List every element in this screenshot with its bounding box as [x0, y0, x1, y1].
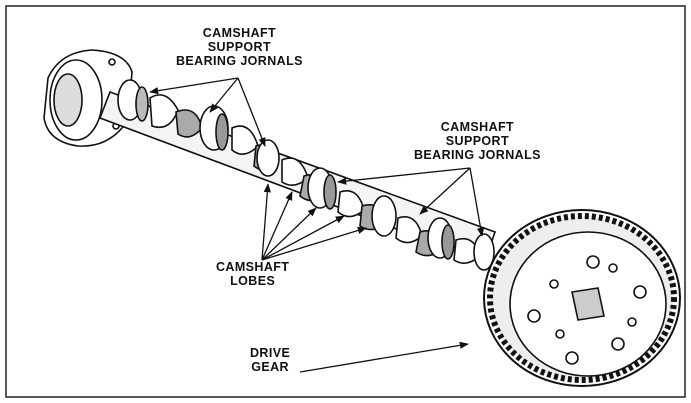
label-line: GEAR — [250, 360, 290, 374]
label-line: BEARING JORNALS — [176, 54, 303, 68]
label-camshaft-lobes: CAMSHAFT LOBES — [216, 260, 289, 288]
label-right-journals: CAMSHAFT SUPPORT BEARING JORNALS — [414, 120, 541, 162]
label-line: CAMSHAFT — [414, 120, 541, 134]
label-line: CAMSHAFT — [216, 260, 289, 274]
drive-gear-shape — [484, 210, 680, 386]
label-line: CAMSHAFT — [176, 26, 303, 40]
journals-and-lobes — [118, 80, 494, 270]
label-line: DRIVE — [250, 346, 290, 360]
label-line: SUPPORT — [414, 134, 541, 148]
label-upper-journals: CAMSHAFT SUPPORT BEARING JORNALS — [176, 26, 303, 68]
label-line: LOBES — [216, 274, 289, 288]
label-line: SUPPORT — [176, 40, 303, 54]
label-line: BEARING JORNALS — [414, 148, 541, 162]
camshaft-body — [44, 50, 680, 386]
label-drive-gear: DRIVE GEAR — [250, 346, 290, 374]
